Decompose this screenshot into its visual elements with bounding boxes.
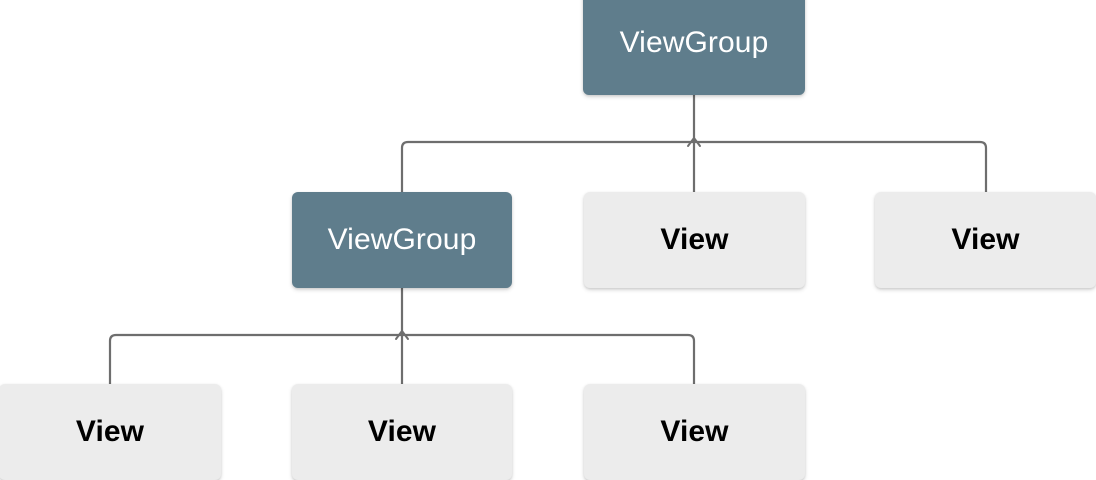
node-level1-view-right[interactable]: View bbox=[875, 192, 1096, 288]
junction-peak-level2 bbox=[395, 330, 409, 340]
node-level2-view-left[interactable]: View bbox=[0, 384, 221, 480]
node-label: View bbox=[951, 223, 1020, 256]
node-level1-viewgroup[interactable]: ViewGroup bbox=[292, 192, 512, 288]
junction-peak-level1 bbox=[687, 137, 701, 147]
node-level1-view-middle[interactable]: View bbox=[584, 192, 805, 288]
edge-bus-level2 bbox=[108, 333, 696, 384]
node-root-viewgroup[interactable]: ViewGroup bbox=[583, 0, 805, 95]
node-label: View bbox=[75, 415, 145, 448]
node-label: View bbox=[660, 223, 729, 256]
node-level2-view-right[interactable]: View bbox=[584, 384, 805, 480]
edge-bus-level1 bbox=[400, 140, 988, 192]
node-label: View bbox=[660, 415, 729, 448]
node-label: View bbox=[367, 415, 437, 448]
node-label: ViewGroup bbox=[327, 223, 477, 256]
node-level2-view-middle[interactable]: View bbox=[292, 384, 512, 480]
node-label: ViewGroup bbox=[619, 25, 769, 59]
